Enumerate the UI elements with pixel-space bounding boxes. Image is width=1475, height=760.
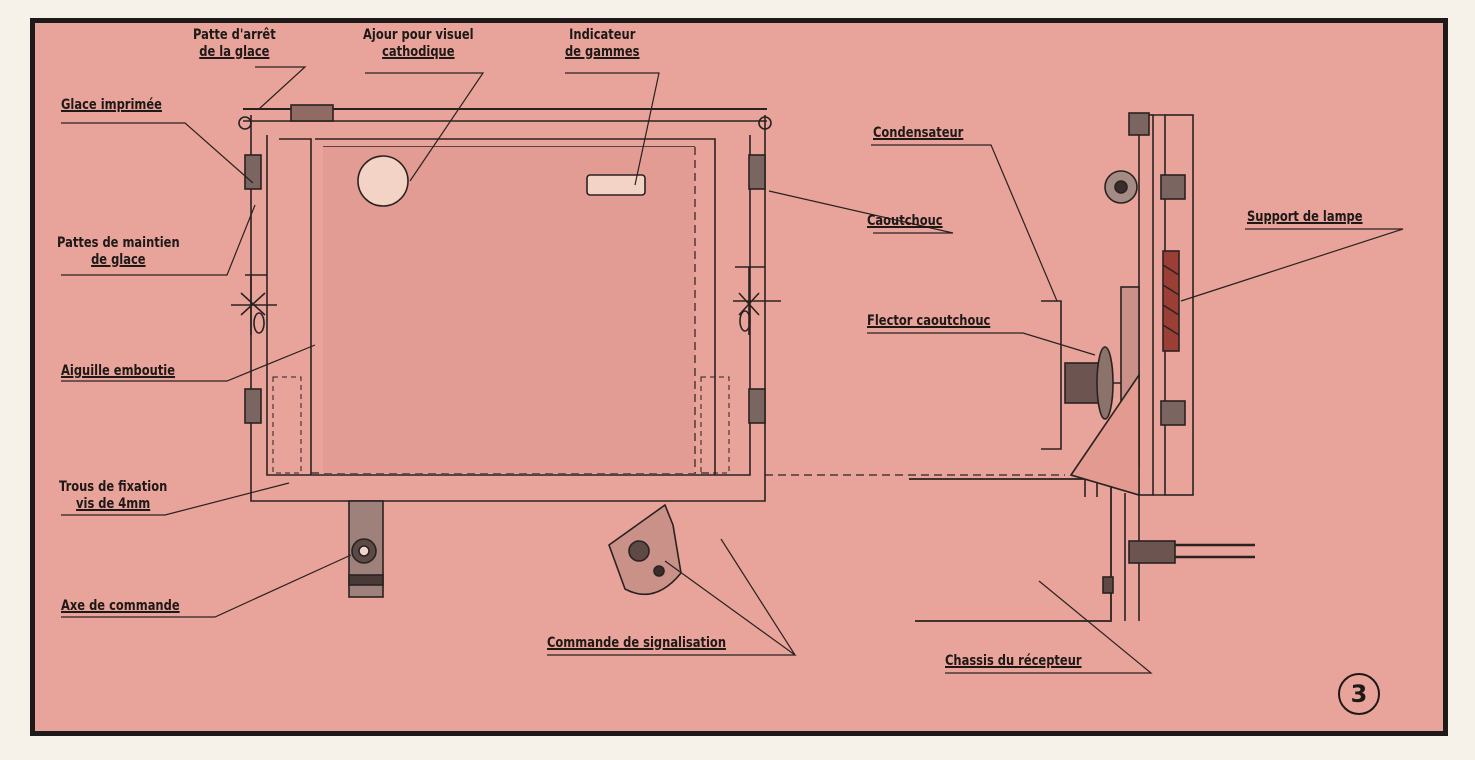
- label-indicateur: Indicateur de gammes: [565, 27, 640, 60]
- lamp-support: [1162, 250, 1180, 352]
- range-indicator-window: [586, 174, 646, 196]
- label-commande-signal: Commande de signalisation: [547, 635, 727, 651]
- label-chassis: Chassis du récepteur: [945, 653, 1082, 669]
- front-view: [231, 104, 1065, 598]
- label-patte-arret: Patte d'arrêt de la glace: [193, 27, 276, 60]
- label-glace-imprimee: Glace imprimée: [61, 97, 162, 113]
- figure-number: 3: [1338, 673, 1380, 715]
- signalling-cam: [608, 503, 682, 596]
- label-condensateur: Condensateur: [873, 125, 964, 141]
- leader-lines: [61, 66, 1404, 674]
- technical-drawing: [61, 66, 1404, 674]
- diagram-plate: Patte d'arrêt de la glace Ajour pour vis…: [30, 18, 1448, 736]
- label-aiguille: Aiguille emboutie: [61, 363, 176, 379]
- label-trous: Trous de fixation vis de 4mm: [59, 479, 168, 512]
- label-caoutchouc: Caoutchouc: [867, 213, 943, 229]
- label-support-lampe: Support de lampe: [1247, 209, 1363, 225]
- label-ajour: Ajour pour visuel cathodique: [363, 27, 474, 60]
- chassis-box: [909, 478, 1112, 622]
- cathodic-window: [357, 155, 409, 207]
- label-pattes-maintien: Pattes de maintien de glace: [57, 235, 180, 268]
- label-axe: Axe de commande: [61, 598, 180, 614]
- label-flector: Flector caoutchouc: [867, 313, 991, 329]
- side-view: [909, 112, 1255, 622]
